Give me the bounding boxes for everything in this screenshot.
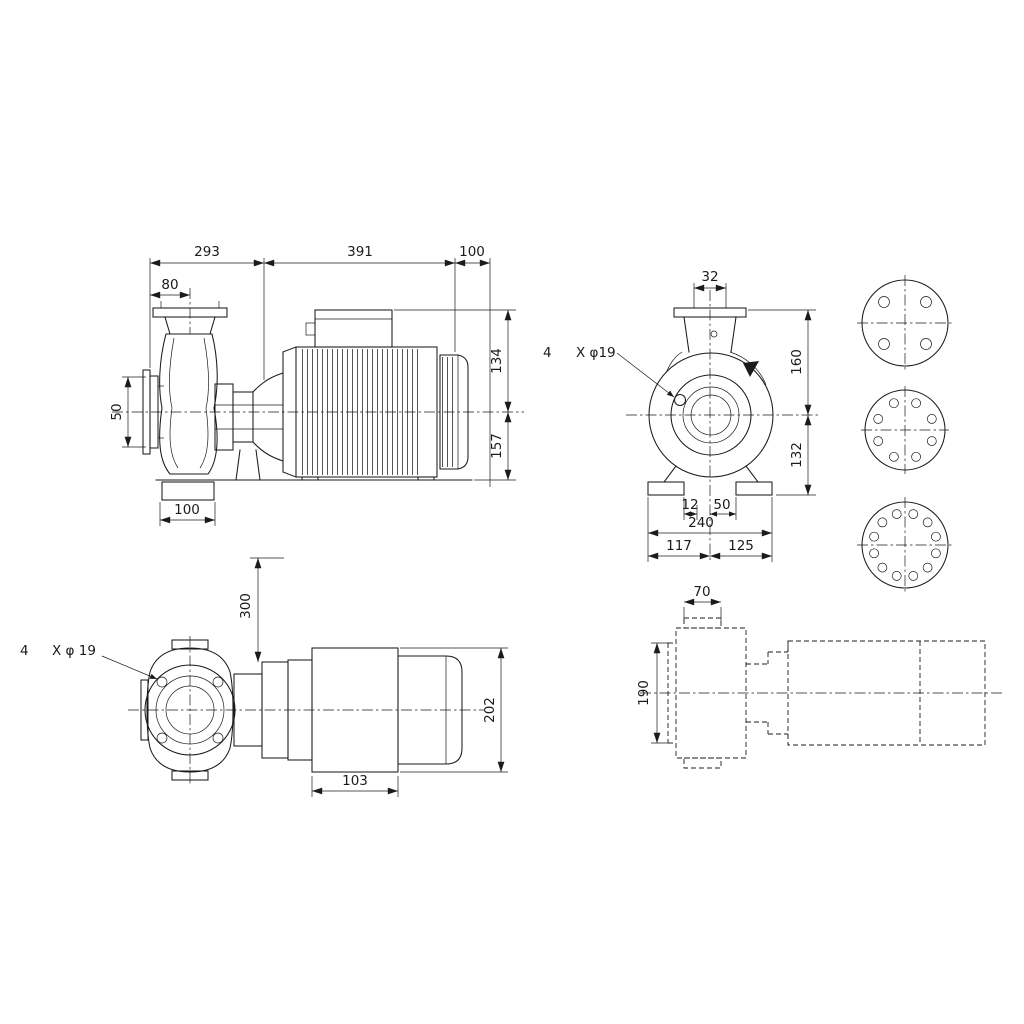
dim-heights: 134 157 <box>394 309 516 481</box>
plan-motor <box>287 647 463 773</box>
dim-port-70: 70 <box>683 584 722 622</box>
dim-foot-width: 100 <box>159 502 216 526</box>
dim-port-offset: 80 <box>150 277 190 299</box>
dim-flange-190: 190 <box>636 642 670 744</box>
dim-50-offset-label: 50 <box>713 497 730 513</box>
flange-view-bottom <box>857 497 953 593</box>
plan-bolt-count-label: 4 <box>20 643 29 659</box>
dim-pump-length: 293 391 100 <box>149 244 491 487</box>
flange-view-top <box>857 275 953 371</box>
plan-bolt-size-label: X φ 19 <box>52 643 96 659</box>
outline-motor <box>787 640 986 746</box>
end-view: 4 X φ19 32 160 132 <box>543 269 818 562</box>
dim-70-label: 70 <box>693 584 710 600</box>
end-feet <box>647 465 773 496</box>
dim-clearance-300: 300 <box>238 557 284 662</box>
dim-300-label: 300 <box>238 593 254 619</box>
flange-view-middle <box>861 386 949 474</box>
outline-pump <box>667 617 789 769</box>
dim-202-label: 202 <box>482 697 498 723</box>
flange-views <box>857 275 953 593</box>
bolt-note: 4 X φ19 <box>543 345 675 398</box>
outline-view: 70 190 <box>636 584 1004 769</box>
fan-cover <box>439 354 469 470</box>
dim-132-label: 132 <box>789 442 805 468</box>
suction-flange <box>142 369 164 455</box>
dim-100-clearance-label: 100 <box>459 244 485 260</box>
dim-port-32: 32 <box>693 269 727 308</box>
bearing-bracket <box>214 372 284 481</box>
dim-end-base: 12 50 240 117 125 <box>647 497 773 562</box>
dim-293-label: 293 <box>194 244 220 260</box>
side-view: 293 391 100 80 50 134 157 <box>109 244 524 526</box>
dim-125-label: 125 <box>728 538 754 554</box>
discharge-flange <box>152 301 228 335</box>
dim-100-foot-label: 100 <box>174 502 200 518</box>
terminal-box <box>305 309 393 348</box>
dim-240-label: 240 <box>688 515 714 531</box>
dim-80-label: 80 <box>161 277 178 293</box>
plan-bolt-hole <box>156 676 168 688</box>
dim-190-label: 190 <box>636 680 652 706</box>
dim-end-heights: 160 132 <box>748 309 816 496</box>
dim-134-label: 134 <box>489 348 505 374</box>
dim-motor-diameter: 202 <box>400 647 508 773</box>
dim-117-label: 117 <box>666 538 692 554</box>
bolt-size-label: X φ19 <box>576 345 616 361</box>
plan-bolt-note: 4 X φ 19 <box>20 643 158 680</box>
bolt-count-label: 4 <box>543 345 552 361</box>
dim-103-label: 103 <box>342 773 368 789</box>
volute-casing <box>648 351 774 478</box>
dim-12-label: 12 <box>681 497 698 513</box>
pump-casing <box>159 333 218 475</box>
end-discharge-flange <box>673 307 747 353</box>
dim-stator-length: 103 <box>311 773 399 797</box>
dim-157-label: 157 <box>489 433 505 459</box>
motor-body <box>282 346 438 481</box>
dim-160-label: 160 <box>789 349 805 375</box>
vent-plug <box>710 330 718 338</box>
plan-view: 4 X φ 19 300 202 <box>20 557 508 797</box>
plan-pump-casing <box>140 639 236 781</box>
dim-391-label: 391 <box>347 244 373 260</box>
dim-suction-bore: 50 <box>109 376 146 448</box>
motor-fins <box>302 349 418 475</box>
dim-50-label: 50 <box>109 403 125 420</box>
flange-bolt-hole <box>673 393 687 407</box>
rotation-arrow <box>743 361 759 377</box>
dim-32-label: 32 <box>701 269 718 285</box>
base-foundation <box>155 479 473 501</box>
